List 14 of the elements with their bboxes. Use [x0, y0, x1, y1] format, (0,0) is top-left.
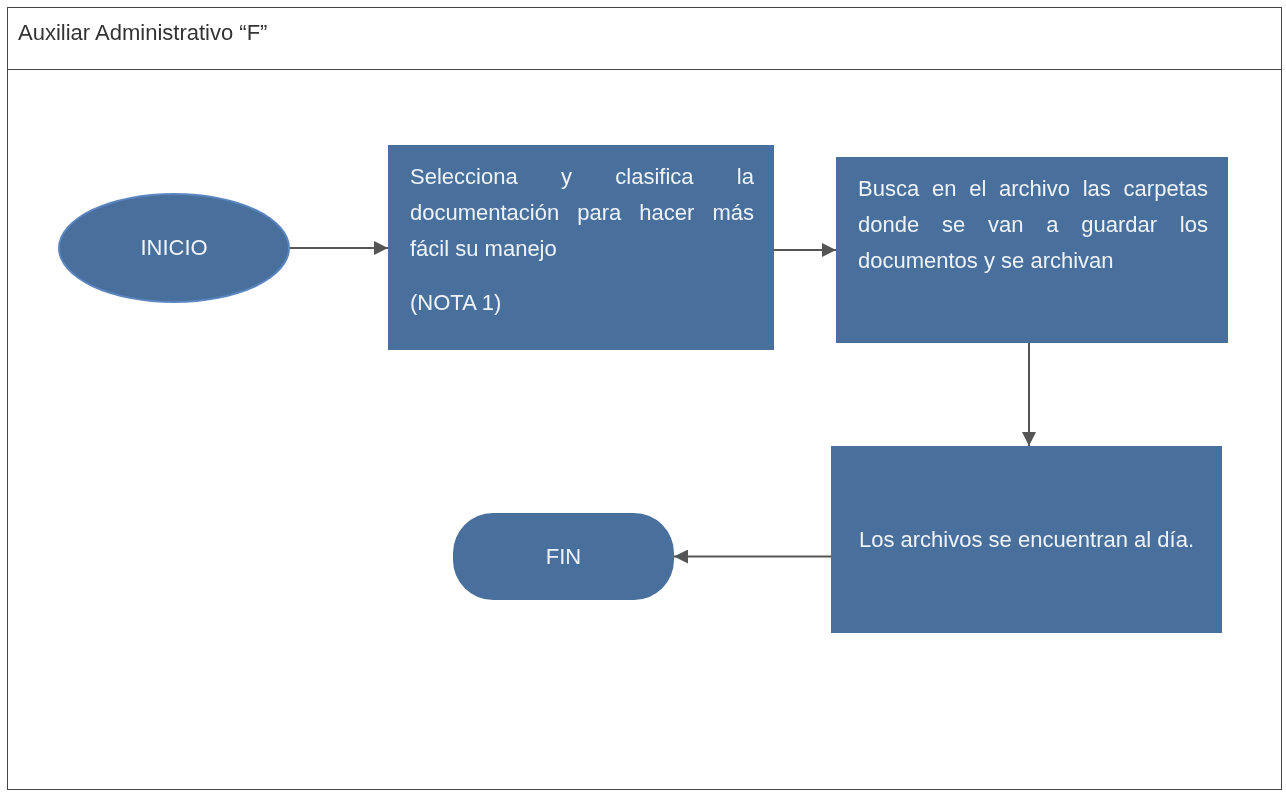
node-text: Busca en el archivo las carpetas donde se van a guardar los documentos y se archivan — [858, 175, 1208, 275]
process-box — [831, 446, 1222, 633]
node-text: INICIO — [140, 234, 208, 262]
arrow — [773, 243, 837, 257]
lane-title: Auxiliar Administrativo “F” — [18, 19, 268, 47]
node-text: FIN — [545, 542, 582, 571]
node-text: Los archivos se encuentran al día. — [858, 525, 1195, 554]
arrow — [673, 549, 832, 564]
node-text: (NOTA 1) — [410, 289, 503, 317]
arrow — [289, 241, 389, 255]
process-box — [388, 145, 774, 350]
arrow — [1022, 342, 1036, 447]
node-text: Selecciona y clasifica la documentación para hacer más fácil su manejo — [410, 163, 754, 263]
process-box — [836, 157, 1228, 343]
